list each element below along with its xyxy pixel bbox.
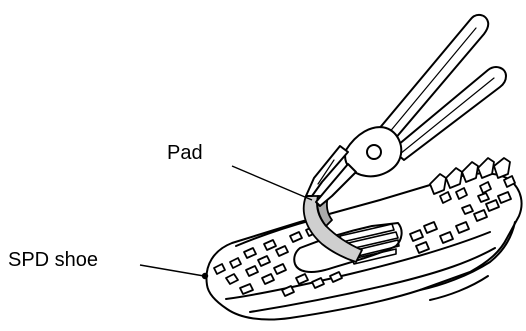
spd-shoe-label: SPD shoe: [8, 250, 98, 270]
spd-shoe-illustration: [206, 158, 521, 320]
pad-leader-line: [232, 166, 312, 200]
pad-label: Pad: [167, 143, 203, 163]
spd-leader-dot: [203, 274, 208, 279]
pliers-pivot-bolt: [367, 145, 381, 159]
spd-leader-line: [140, 265, 204, 276]
